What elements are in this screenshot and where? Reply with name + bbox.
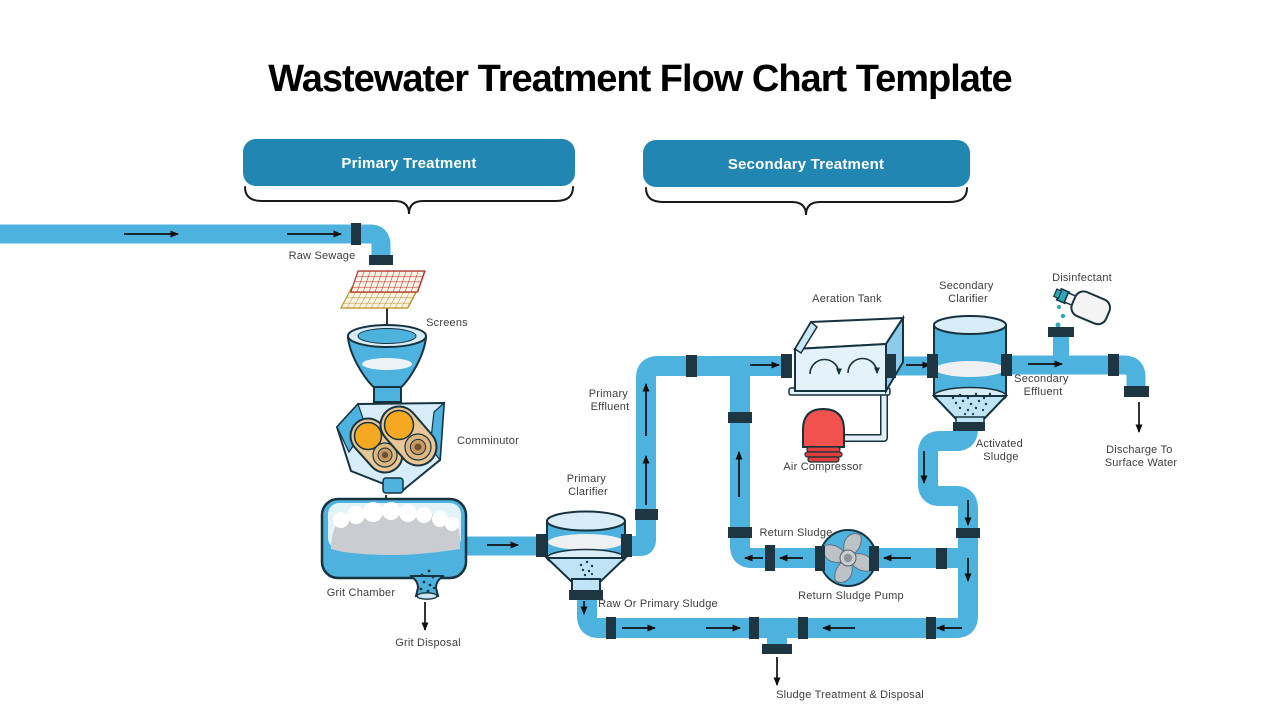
pipe-fittings xyxy=(351,223,1149,654)
primary-brace xyxy=(244,186,574,215)
circulation-arrow-left xyxy=(809,358,842,375)
label-grit-disposal: Grit Disposal xyxy=(395,637,461,649)
drop xyxy=(1060,313,1066,319)
label-screens: Screens xyxy=(426,317,468,329)
label-comminutor: Comminutor xyxy=(457,435,519,447)
grit-chamber-icon xyxy=(320,497,468,600)
label-aeration-tank: Aeration Tank xyxy=(812,293,882,305)
primary-sludge-specks xyxy=(579,560,594,577)
circulation-arrow-right xyxy=(847,357,880,374)
drop xyxy=(1055,322,1061,328)
secondary-effluent-pipe xyxy=(1004,355,1146,390)
label-secondary-clarifier: Secondary Clarifier xyxy=(939,280,997,305)
screens-icon xyxy=(339,270,426,309)
label-activated-sludge: Activated Sludge xyxy=(976,438,1026,463)
secondary-clarifier-icon xyxy=(931,315,1009,426)
primary-clarifier-icon xyxy=(544,510,628,593)
label-return-sludge-pump: Return Sludge Pump xyxy=(798,590,904,602)
label-grit-chamber: Grit Chamber xyxy=(327,587,396,599)
label-raw-or-primary-sludge: Raw Or Primary Sludge xyxy=(598,598,718,610)
air-compressor-icon xyxy=(802,407,845,463)
grit-specks xyxy=(419,569,436,593)
raw-sewage-pipe xyxy=(0,224,391,261)
secondary-sludge-specks xyxy=(951,392,992,416)
diagram-labels: Raw Sewage Screens Comminutor Grit Chamb… xyxy=(289,250,1178,701)
drop xyxy=(1057,305,1061,309)
label-secondary-effluent: Secondary Effluent xyxy=(1014,373,1072,398)
disinfectant-bottle-icon xyxy=(1052,287,1112,328)
label-sludge-treatment-disposal: Sludge Treatment & Disposal xyxy=(776,689,924,701)
label-primary-clarifier: Primary Clarifier xyxy=(567,473,610,498)
page-title: Wastewater Treatment Flow Chart Template xyxy=(268,58,1011,100)
secondary-treatment-label: Secondary Treatment xyxy=(728,156,884,173)
secondary-brace xyxy=(645,187,968,216)
label-primary-effluent: Primary Effluent xyxy=(589,388,632,413)
primary-treatment-label: Primary Treatment xyxy=(341,155,476,172)
label-return-sludge: Return Sludge xyxy=(760,527,833,539)
label-discharge-to-surface-water: Discharge To Surface Water xyxy=(1105,444,1178,469)
screens-funnel-icon xyxy=(346,324,428,403)
comminutor-icon xyxy=(335,401,446,494)
return-sludge-pump-icon xyxy=(819,529,877,587)
label-raw-sewage: Raw Sewage xyxy=(289,250,356,262)
sludge-main-pipe xyxy=(577,419,978,638)
label-disinfectant: Disinfectant xyxy=(1052,272,1112,284)
label-air-compressor: Air Compressor xyxy=(783,461,862,473)
secondary-treatment-banner: Secondary Treatment xyxy=(643,140,970,216)
primary-treatment-banner: Primary Treatment xyxy=(243,139,575,215)
flow-arrows xyxy=(124,230,1143,686)
